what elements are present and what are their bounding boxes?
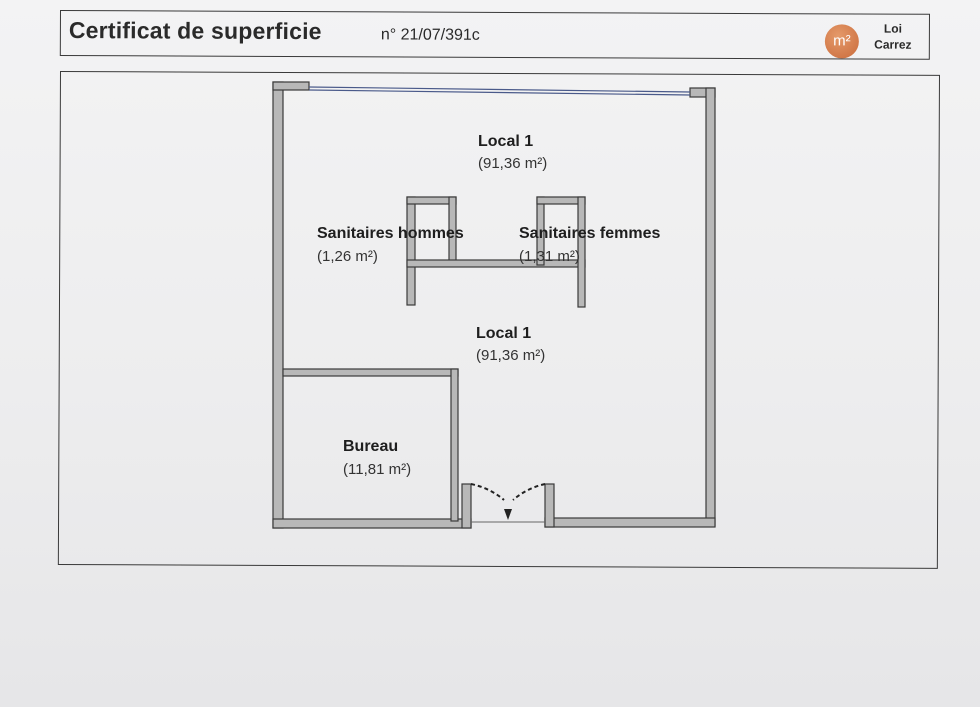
room-area-bureau: (11,81 m²) <box>343 461 411 478</box>
room-area-local-1-lower: (91,36 m²) <box>476 347 545 364</box>
door-jamb-right <box>544 483 555 528</box>
wall-bottom-left <box>272 518 472 529</box>
room-name-local-1-lower: Local 1 <box>476 325 531 342</box>
window-line-1 <box>308 86 691 93</box>
room-name-bureau: Bureau <box>343 438 398 455</box>
door-swing-right <box>512 483 546 501</box>
wall-left <box>272 81 284 529</box>
wall-top-left <box>272 81 310 91</box>
door-swing-left <box>470 483 505 501</box>
window-line-2 <box>308 89 691 96</box>
room-name-sanitaires-hommes: Sanitaires hommes <box>317 225 464 242</box>
room-area-sanitaires-hommes: (1,26 m²) <box>317 248 378 265</box>
wall-right <box>705 87 716 527</box>
room-area-sanitaires-femmes: (1,31 m²) <box>519 248 580 265</box>
wall-sanitaires-right <box>577 196 586 308</box>
wall-sanitaires-left <box>406 196 416 306</box>
room-name-local-1-upper: Local 1 <box>478 133 533 150</box>
door-arrow-icon <box>504 509 512 520</box>
wall-bureau-right <box>450 368 459 522</box>
door-jamb-left <box>461 483 472 529</box>
wall-bottom-right <box>544 517 716 528</box>
wall-bureau-top <box>282 368 459 377</box>
room-area-local-1-upper: (91,36 m²) <box>478 155 547 172</box>
room-name-sanitaires-femmes: Sanitaires femmes <box>519 225 661 242</box>
